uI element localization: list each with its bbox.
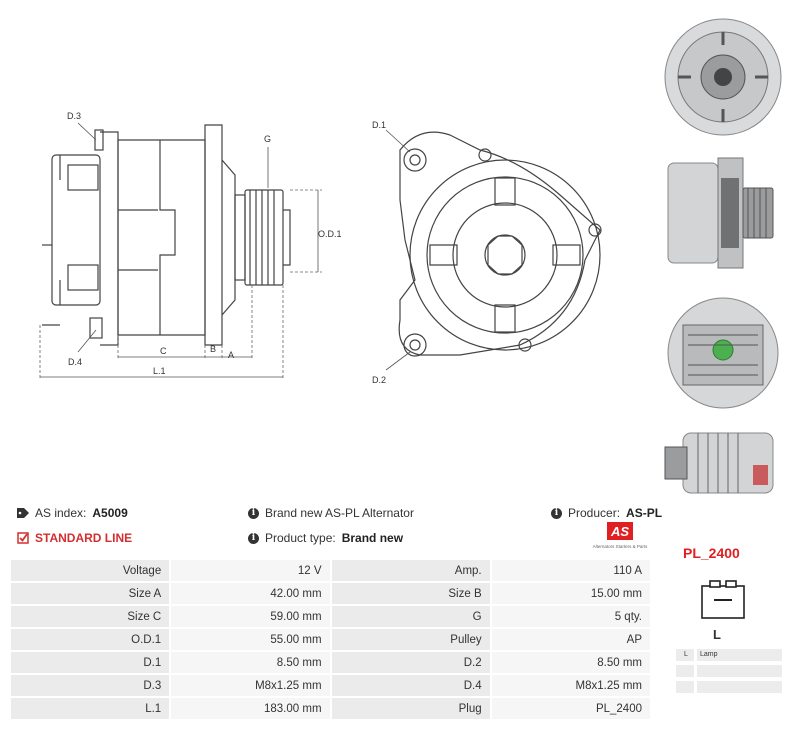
as-index-label: AS index: <box>35 506 87 520</box>
dim-label-g: G <box>264 134 272 144</box>
spec-value: 8.50 mm <box>491 652 650 673</box>
as-index: AS index: A5009 <box>17 506 128 520</box>
product-type: i Product type: Brand new <box>248 531 403 545</box>
checkbox-icon <box>17 532 29 544</box>
spec-value: 183.00 mm <box>171 698 330 719</box>
dim-label-b: B <box>210 344 217 354</box>
spec-value: 55.00 mm <box>171 629 330 650</box>
spec-label: Pulley <box>331 629 490 650</box>
pin-key: L <box>676 649 694 661</box>
spec-value: 12 V <box>171 560 330 581</box>
spec-value: M8x1.25 mm <box>491 675 650 696</box>
spec-label: G <box>331 606 490 627</box>
dim-label-d3: D.3 <box>67 111 82 121</box>
dim-label-d2: D.2 <box>372 375 387 385</box>
spec-value: AP <box>491 629 650 650</box>
tag-icon <box>17 508 29 518</box>
producer-label: Producer: <box>568 506 621 520</box>
pin-key <box>676 665 694 677</box>
spec-label: D.2 <box>331 652 490 673</box>
spec-label: Size C <box>11 606 170 627</box>
spec-value: 59.00 mm <box>171 606 330 627</box>
spec-value: 15.00 mm <box>491 583 650 604</box>
info-icon: i <box>248 532 259 544</box>
product-photo-angle[interactable] <box>663 425 783 500</box>
product-type-value: Brand new <box>341 531 404 545</box>
logo-mark: AS Alternators Starters & Parts <box>593 522 649 549</box>
pin-row <box>676 665 782 677</box>
plug-code[interactable]: PL_2400 <box>683 545 740 561</box>
pin-row <box>676 681 782 693</box>
as-index-value: A5009 <box>92 506 128 520</box>
technical-drawing: D.3 G O.D.1 D.4 C B A L.1 D.1 D.2 <box>39 111 602 385</box>
alternator-diagram <box>39 122 602 380</box>
spec-label: Size A <box>11 583 170 604</box>
product-photo-front[interactable] <box>663 5 783 145</box>
spec-label: Plug <box>331 698 490 719</box>
standard-line: STANDARD LINE <box>17 531 132 545</box>
spec-label: Voltage <box>11 560 170 581</box>
brand-new-info: i Brand new AS-PL Alternator <box>248 506 414 520</box>
dim-label-d4: D.4 <box>68 357 83 367</box>
svg-text:AS: AS <box>610 524 629 539</box>
spec-label: D.1 <box>11 652 170 673</box>
dim-label-d1: D.1 <box>372 120 387 130</box>
spec-label: O.D.1 <box>11 629 170 650</box>
spec-label: Size B <box>331 583 490 604</box>
pin-function: Lamp <box>697 649 782 661</box>
producer: i Producer: AS-PL <box>551 506 662 520</box>
as-pl-logo: AS Alternators Starters & Parts <box>585 522 655 552</box>
spec-value: 5 qty. <box>491 606 650 627</box>
product-photo-side[interactable] <box>663 148 783 278</box>
plug-connector-icon <box>701 580 745 619</box>
spec-label: D.4 <box>331 675 490 696</box>
spec-label: Amp. <box>331 560 490 581</box>
dim-label-c: C <box>160 346 167 356</box>
pin-function <box>697 665 782 677</box>
producer-value: AS-PL <box>626 506 663 520</box>
dim-label-l1: L.1 <box>153 366 166 376</box>
spec-value: PL_2400 <box>491 698 650 719</box>
info-icon: i <box>248 507 259 519</box>
pin-key <box>676 681 694 693</box>
plug-terminal-letter: L <box>713 627 721 642</box>
svg-text:Alternators Starters & Parts: Alternators Starters & Parts <box>593 544 649 549</box>
product-type-label: Product type: <box>265 531 336 545</box>
dim-label-a: A <box>228 350 235 360</box>
spec-value: 8.50 mm <box>171 652 330 673</box>
spec-value: 42.00 mm <box>171 583 330 604</box>
standard-line-label: STANDARD LINE <box>35 531 133 545</box>
spec-value: 110 A <box>491 560 650 581</box>
pin-function <box>697 681 782 693</box>
product-photos <box>655 0 800 500</box>
brand-new-label: Brand new AS-PL Alternator <box>265 506 414 520</box>
product-photo-rear[interactable] <box>663 285 783 420</box>
info-icon: i <box>551 507 562 519</box>
dim-label-od1: O.D.1 <box>318 229 342 239</box>
spec-label: L.1 <box>11 698 170 719</box>
spec-value: M8x1.25 mm <box>171 675 330 696</box>
spec-label: D.3 <box>11 675 170 696</box>
